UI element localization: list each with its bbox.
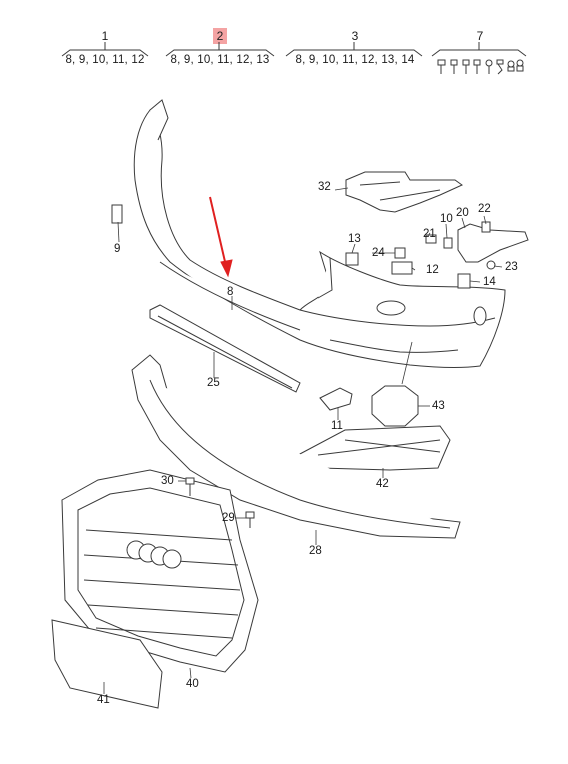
part-9 — [111, 204, 123, 224]
part-30-screw — [185, 477, 195, 485]
callout-12[interactable]: 12 — [426, 264, 439, 276]
header-group-3[interactable]: 3 8, 9, 10, 11, 12, 13, 14 — [290, 28, 420, 66]
callout-22[interactable]: 22 — [478, 203, 491, 215]
part-41-plate-holder — [51, 619, 163, 709]
part-28-carrier — [131, 354, 461, 539]
callout-10[interactable]: 10 — [440, 213, 453, 225]
fastener-icons — [437, 59, 524, 75]
callout-23[interactable]: 23 — [505, 261, 518, 273]
part-20-bracket — [457, 221, 529, 270]
callout-41[interactable]: 41 — [97, 694, 110, 706]
leader-lines — [103, 187, 503, 694]
bracket-group-3 — [285, 49, 423, 57]
callout-20[interactable]: 20 — [456, 207, 469, 219]
group-number: 7 — [476, 29, 484, 43]
group-number: 1 — [101, 29, 109, 43]
callout-8[interactable]: 8 — [227, 286, 234, 298]
part-21 — [425, 234, 437, 244]
callout-32[interactable]: 32 — [318, 181, 331, 193]
callout-43[interactable]: 43 — [432, 400, 445, 412]
part-10 — [443, 237, 453, 249]
red-arrow-icon — [209, 196, 233, 278]
callout-24[interactable]: 24 — [372, 247, 385, 259]
callout-30[interactable]: 30 — [161, 475, 174, 487]
part-14 — [457, 273, 471, 289]
callout-25[interactable]: 25 — [207, 377, 220, 389]
bracket-group-2 — [165, 49, 275, 57]
callout-40[interactable]: 40 — [186, 678, 199, 690]
group-sub-list: 8, 9, 10, 11, 12 — [65, 54, 145, 66]
callout-42[interactable]: 42 — [376, 478, 389, 490]
callout-14[interactable]: 14 — [483, 276, 496, 288]
group-number-highlighted: 2 — [212, 28, 228, 44]
part-25-strip — [149, 304, 301, 393]
callout-13[interactable]: 13 — [348, 233, 361, 245]
screws — [185, 477, 255, 528]
group-sub-list: 8, 9, 10, 11, 12, 13 — [170, 54, 270, 66]
header-group-1[interactable]: 1 8, 9, 10, 11, 12 — [60, 28, 150, 66]
bracket-group-7 — [431, 49, 527, 57]
group-sub-list: 8, 9, 10, 11, 12, 13, 14 — [295, 54, 415, 66]
callout-28[interactable]: 28 — [309, 545, 322, 557]
callout-9[interactable]: 9 — [114, 243, 121, 255]
part-24 — [394, 247, 406, 259]
part-12 — [391, 261, 413, 275]
callout-11[interactable]: 11 — [331, 420, 343, 432]
part-32-bracket — [345, 171, 463, 213]
bracket-group-1 — [61, 49, 149, 57]
callout-21[interactable]: 21 — [423, 228, 436, 240]
callout-29[interactable]: 29 — [222, 512, 235, 524]
header-group-2[interactable]: 2 8, 9, 10, 11, 12, 13 — [170, 28, 270, 66]
bumper-cover — [133, 99, 506, 368]
part-42-grille — [296, 425, 451, 471]
group-number: 3 — [351, 29, 359, 43]
part-40-grille — [61, 469, 259, 673]
part-43 — [371, 385, 419, 427]
part-11-cap — [319, 387, 353, 411]
part-13 — [345, 252, 359, 266]
header-group-7[interactable]: 7 — [440, 28, 520, 44]
part-29-screw — [245, 511, 255, 519]
